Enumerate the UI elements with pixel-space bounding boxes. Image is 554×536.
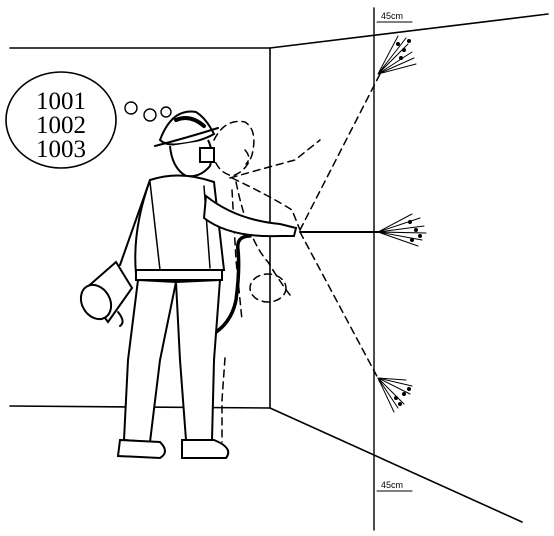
bubble-line-2: 1002 bbox=[36, 112, 86, 139]
room-outline bbox=[10, 14, 548, 522]
top-marker-label: 45cm bbox=[381, 11, 403, 21]
spray-top bbox=[378, 36, 416, 74]
spray-middle bbox=[300, 214, 426, 246]
thought-bubble-icon bbox=[6, 72, 171, 168]
spray-bottom bbox=[378, 378, 412, 412]
bottom-marker-label: 45cm bbox=[381, 480, 403, 490]
bubble-line-1: 1001 bbox=[36, 88, 86, 115]
top-marker: 45cm bbox=[377, 11, 412, 22]
bottom-marker: 45cm bbox=[377, 480, 412, 491]
bubble-line-3: 1003 bbox=[36, 136, 86, 163]
